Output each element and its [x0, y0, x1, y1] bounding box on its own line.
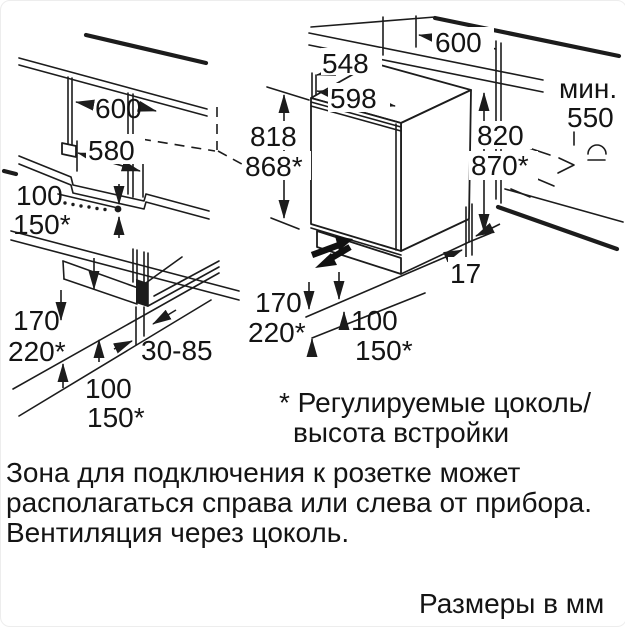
dim-plinth-front-height: 170 [255, 287, 302, 318]
detail-front-height: 170 [13, 305, 60, 336]
footnote: * Регулируемые цоколь/ высота встройки [279, 387, 591, 448]
label-backgrounds [86, 27, 538, 286]
dim-plinth-front-height-alt: 220* [248, 317, 306, 348]
dim-plinth-height-alt-right: 150* [355, 335, 413, 366]
socket-icon [573, 131, 607, 161]
note-paragraph: Зона для подключения к розетке может рас… [6, 457, 592, 548]
dim-plinth-height-alt-left: 150* [13, 209, 71, 240]
dim-niche-width-top: 600 [435, 27, 482, 58]
left-view-labels: 600 580 100 150* [13, 93, 142, 240]
main-view-labels: 548 600 598 818 868* 820 870* мин. 550 1… [245, 27, 617, 366]
note-line-2: располагаться справа или слева от прибор… [6, 487, 592, 518]
dim-appliance-height: 818 [250, 121, 297, 152]
main-view-linework [266, 15, 624, 358]
dim-plinth-height-right: 100 [351, 305, 398, 336]
airflow-arrow-icon [310, 236, 353, 268]
dim-appliance-depth: 548 [322, 48, 369, 79]
plinth-detail-labels: 170 220* 30-85 100 150* [8, 305, 213, 433]
dotted-leader [63, 201, 122, 213]
dim-niche-width-left: 600 [95, 93, 142, 124]
detail-height: 100 [85, 373, 132, 404]
dim-min-worktop-depth: 550 [567, 102, 614, 133]
dim-niche-height: 820 [477, 120, 524, 151]
footnote-line-1: * Регулируемые цоколь/ [279, 387, 591, 418]
dim-appliance-height-alt: 868* [245, 151, 303, 182]
dim-plinth-height-left: 100 [16, 180, 63, 211]
plinth-detail-linework [12, 248, 220, 417]
detail-recess-range: 30-85 [141, 335, 213, 366]
dim-niche-depth-left: 580 [88, 135, 135, 166]
dim-appliance-width: 598 [330, 83, 377, 114]
detail-front-height-alt: 220* [8, 336, 66, 367]
detail-height-alt: 150* [87, 402, 145, 433]
note-line-3: Вентиляция через цоколь. [6, 517, 349, 548]
dim-niche-height-alt: 870* [471, 150, 529, 181]
footnote-line-2: высота встройки [293, 417, 509, 448]
left-view-linework [1, 32, 252, 301]
units-label: Размеры в мм [419, 588, 604, 619]
note-line-1: Зона для подключения к розетке может [6, 457, 521, 488]
dim-rear-gap: 17 [450, 258, 481, 289]
plinth-foot [136, 279, 148, 307]
label-min: мин. [559, 73, 617, 104]
